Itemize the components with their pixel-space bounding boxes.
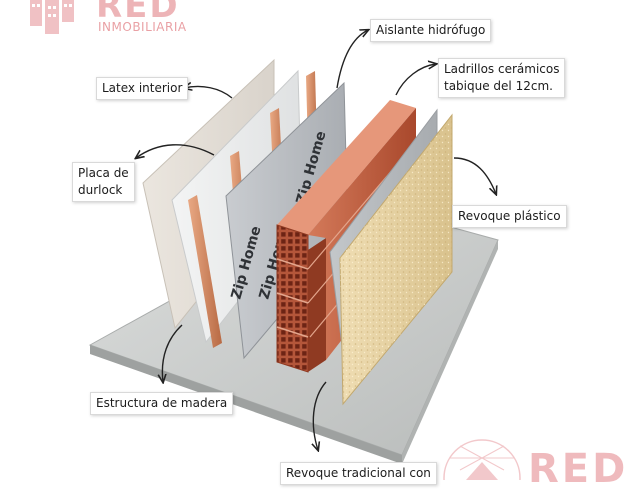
label-revoque-tradicional: Revoque tradicional con	[280, 462, 437, 485]
brand-name-top: RED	[96, 0, 180, 26]
arrow-revoque-plastico	[453, 157, 496, 194]
plastic-render-layer	[339, 113, 453, 406]
label-revoque-tradicional-text: Revoque tradicional con	[286, 466, 431, 480]
label-placa-durlock: Placa de durlock	[72, 162, 135, 202]
label-estructura-text: Estructura de madera	[96, 396, 228, 410]
arrow-revoque-tradicional	[313, 381, 327, 450]
arrow-ladrillos	[395, 64, 436, 96]
label-ladrillos-line1: Ladrillos cerámicos	[444, 62, 560, 76]
callout-arrows	[136, 30, 496, 450]
label-revoque-plastico-text: Revoque plástico	[458, 209, 561, 223]
wall-layers-diagram: Zip Home Zip Home Zip Home	[30, 0, 521, 480]
label-aislante-hidrofugo: Aislante hidrófugo	[370, 19, 492, 42]
brand-tagline-top: INMOBILIARIA	[98, 20, 187, 34]
label-aislante-text: Aislante hidrófugo	[376, 23, 486, 37]
brand-name-bottom: RED	[528, 446, 629, 492]
label-latex-text: Latex interior	[102, 81, 183, 95]
label-revoque-plastico: Revoque plástico	[452, 205, 567, 228]
label-latex-interior: Latex interior	[96, 77, 189, 100]
label-ladrillos-line2: tabique del 12cm.	[444, 79, 553, 93]
arrow-latex	[184, 86, 233, 99]
label-durlock-line1: Placa de	[78, 166, 129, 180]
label-ladrillos-ceramicos: Ladrillos cerámicos tabique del 12cm.	[438, 58, 566, 98]
label-estructura-madera: Estructura de madera	[90, 392, 234, 415]
arrow-aislante	[336, 30, 368, 89]
brand-logo-mark-bottom	[443, 439, 521, 480]
brand-logo-mark-top	[30, 0, 74, 34]
arrow-durlock	[136, 144, 215, 158]
arrow-estructura	[162, 324, 183, 382]
label-durlock-line2: durlock	[78, 183, 123, 197]
